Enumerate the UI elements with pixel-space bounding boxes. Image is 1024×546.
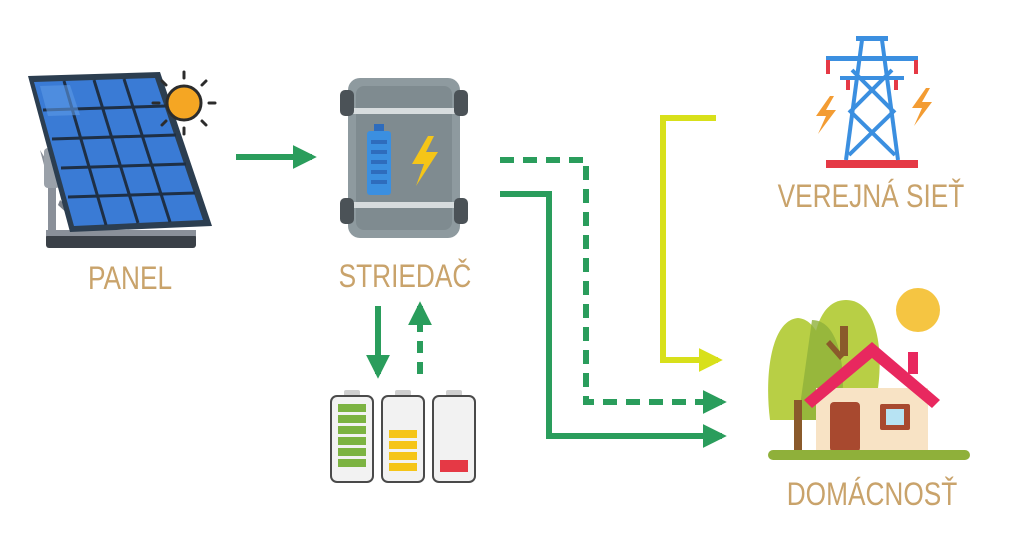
inverter-icon [340, 78, 468, 238]
battery-low-icon [432, 390, 476, 483]
grid-label: VEREJNÁ SIEŤ [777, 178, 965, 214]
flow-inverter-to-household [500, 191, 727, 448]
battery-half-icon [381, 390, 425, 483]
panel-label: PANEL [87, 260, 173, 296]
inverter-label: STRIEDAČ [338, 258, 472, 294]
sun-icon [151, 70, 217, 136]
house-icon [768, 288, 970, 460]
flow-grid-to-household [660, 115, 723, 372]
household-label: DOMÁCNOSŤ [786, 476, 958, 512]
power-pylon-icon [816, 36, 932, 168]
battery-full-icon [330, 390, 374, 483]
solar-panel-icon [28, 70, 217, 248]
flow-inverter-to-household-dashed [500, 157, 727, 414]
